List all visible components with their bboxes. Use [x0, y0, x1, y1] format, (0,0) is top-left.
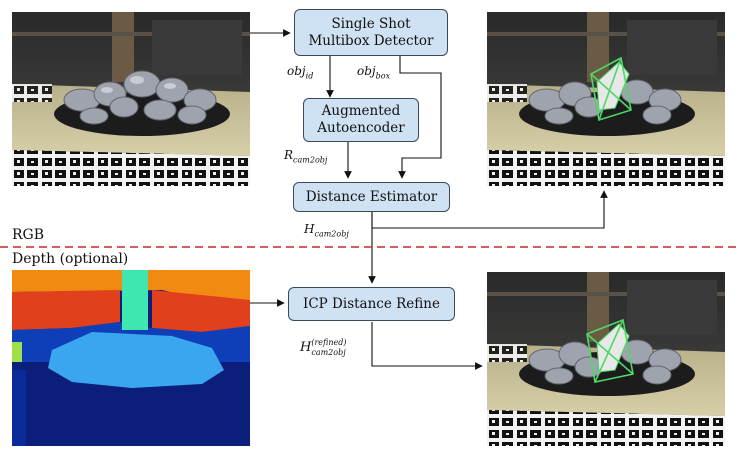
ssd-line-1: Single Shot [331, 15, 411, 32]
distance-estimator-label: Distance Estimator [305, 188, 438, 205]
rgb-input-image [12, 12, 250, 186]
autoencoder-line-2: Autoencoder [317, 120, 405, 136]
rgb-output-image [487, 12, 725, 186]
refined-output-image [487, 272, 725, 446]
h-cam2obj-label: Hcam2obj [304, 222, 349, 239]
depth-section-label: Depth (optional) [12, 251, 129, 267]
autoencoder-line-1: Augmented [321, 103, 401, 119]
obj-box-label: objbox [357, 64, 391, 81]
obj-id-label: objid [287, 64, 314, 81]
arrow-objbox-to-distance [398, 55, 442, 179]
rgb-section-label: RGB [12, 227, 45, 243]
icp-refine-label: ICP Distance Refine [303, 295, 440, 312]
r-cam2obj-label: Rcam2obj [284, 148, 328, 165]
ssd-box: Single Shot Multibox Detector [294, 9, 448, 56]
depth-input-image [12, 270, 250, 446]
distance-estimator-box: Distance Estimator [293, 182, 450, 212]
autoencoder-box: Augmented Autoencoder [303, 98, 419, 142]
icp-refine-box: ICP Distance Refine [288, 287, 455, 321]
h-refined-label: H(refined)cam2obj [300, 338, 347, 357]
arrow-icp-to-refined [371, 322, 483, 370]
ssd-line-2: Multibox Detector [308, 32, 434, 49]
